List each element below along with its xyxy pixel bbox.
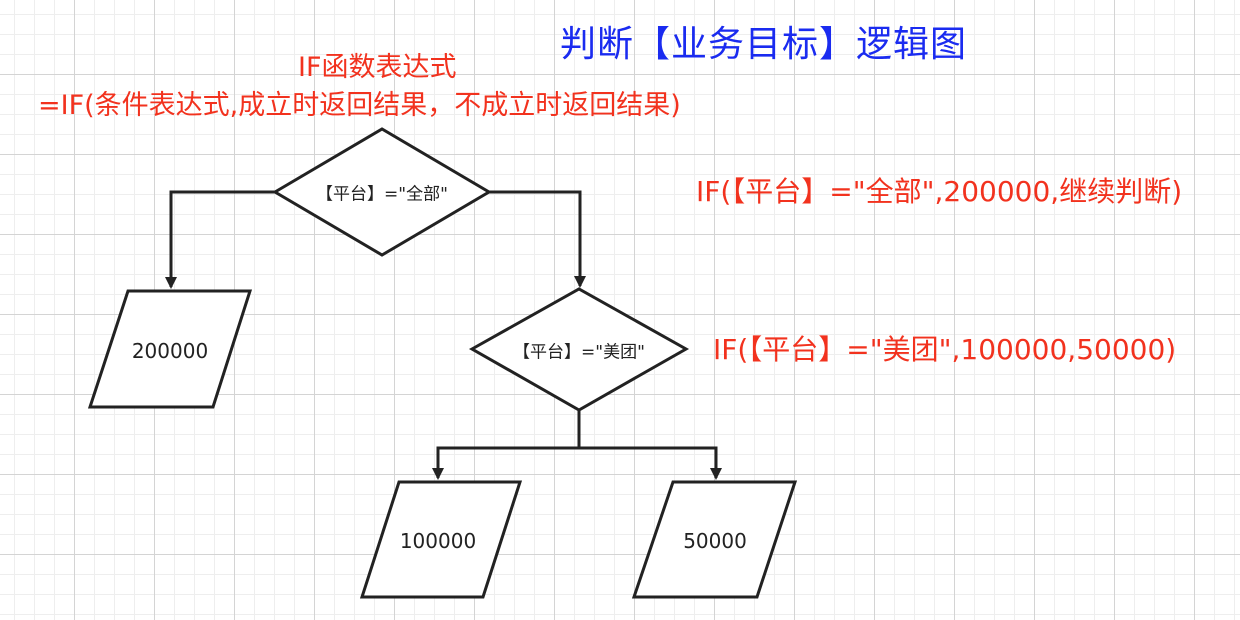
output-parallelogram-200000 — [87, 289, 253, 409]
output-3-label: 50000 — [683, 529, 747, 553]
connector-true-branch-2 — [432, 446, 579, 480]
decision-1-label: 【平台】="全部" — [316, 184, 448, 205]
output-parallelogram-100000 — [359, 480, 523, 599]
connector-false-branch-1 — [489, 190, 586, 288]
if-function-heading: IF函数表达式 — [298, 52, 457, 83]
decision-diamond-meituan — [468, 287, 690, 412]
decision-2-label: 【平台】="美团" — [513, 342, 645, 363]
if-function-syntax: =IF(条件表达式,成立时返回结果，不成立时返回结果) — [38, 90, 681, 121]
output-2-label: 100000 — [399, 529, 477, 553]
connector-false-branch-2 — [579, 446, 722, 480]
diagram-title: 判断【业务目标】逻辑图 — [560, 24, 968, 65]
connector-true-branch-1 — [165, 190, 275, 289]
output-parallelogram-50000 — [631, 480, 798, 599]
formula-annotation-1: IF(【平台】="全部",200000,继续判断) — [696, 175, 1183, 208]
formula-annotation-2: IF(【平台】="美团",100000,50000) — [713, 333, 1177, 366]
output-1-label: 200000 — [131, 339, 209, 363]
